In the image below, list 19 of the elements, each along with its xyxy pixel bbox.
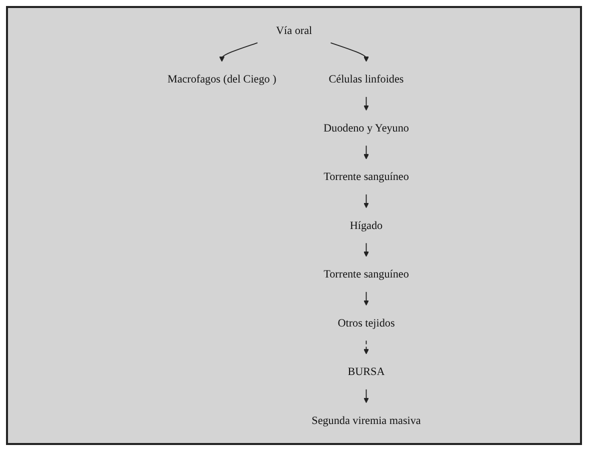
arrow [363, 96, 369, 111]
node-text: Macrofagos (del Ciego ) [167, 72, 276, 86]
node-text: Células linfoides [328, 72, 404, 86]
arrow [363, 194, 369, 208]
node-text: Duodeno y Yeyuno [323, 122, 409, 134]
node-text: Torrente sanguíneo [323, 170, 409, 183]
arrow [219, 42, 258, 62]
arrow [363, 145, 369, 160]
arrow [363, 340, 369, 354]
node-text: BURSA [348, 365, 385, 378]
arrow [330, 42, 369, 62]
node-text: Hígado [350, 219, 382, 232]
arrow [363, 242, 369, 257]
node-text: Otros tejidos [338, 316, 395, 329]
node-text: Segunda viremia masiva [312, 414, 421, 426]
arrow [363, 388, 369, 404]
node-text: Vía oral [276, 24, 312, 36]
arrow [363, 291, 369, 306]
node-text: Torrente sanguíneo [323, 268, 409, 280]
